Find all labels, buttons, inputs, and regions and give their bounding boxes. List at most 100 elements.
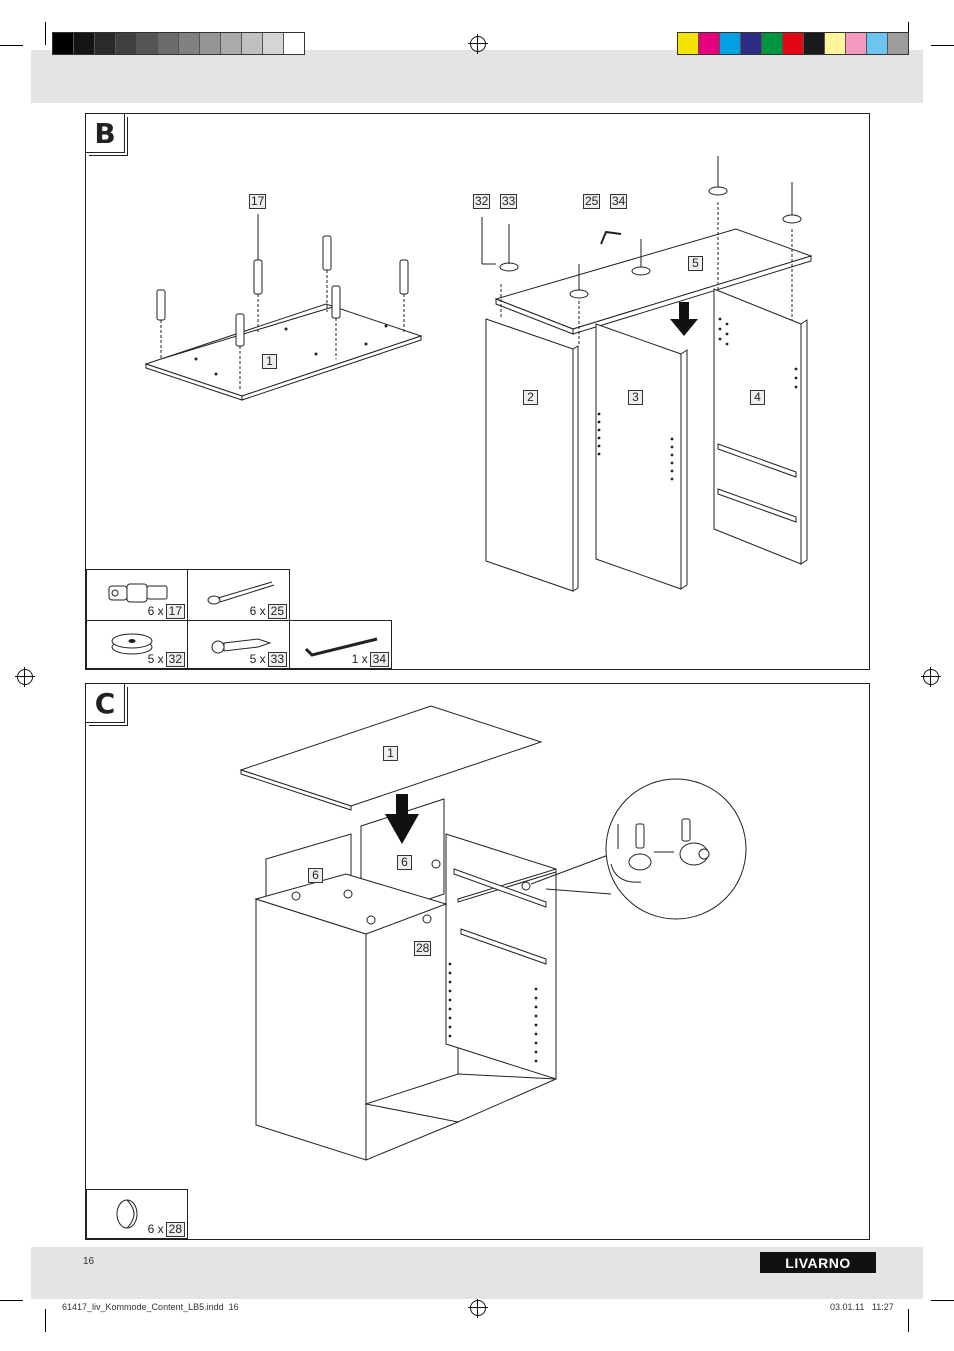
crop-mark — [931, 45, 954, 46]
step-b-panel: B — [85, 113, 870, 670]
page-number: 16 — [83, 1256, 95, 1267]
drill-hole — [597, 420, 601, 424]
grayscale-swatch — [137, 33, 158, 54]
drill-hole — [718, 337, 722, 341]
part-label: 4 — [750, 390, 765, 405]
cabinet-assembly-illustration — [86, 684, 869, 1239]
base-panel-with-bolts-illustration — [86, 114, 869, 669]
part-label: 17 — [249, 194, 267, 209]
part-label: 33 — [500, 194, 518, 209]
allen-key-icon — [302, 627, 382, 657]
drill-hole — [534, 1050, 538, 1054]
grayscale-swatch — [74, 33, 95, 54]
process-color-bar — [677, 32, 909, 55]
drill-hole — [534, 1032, 538, 1036]
part-label: 5 — [688, 256, 703, 271]
drill-hole — [794, 385, 798, 389]
drill-hole — [534, 1014, 538, 1018]
process-color-swatch — [678, 33, 699, 54]
grayscale-swatch — [179, 33, 200, 54]
process-color-swatch — [741, 33, 762, 54]
drill-hole — [534, 1023, 538, 1027]
drill-hole — [670, 469, 674, 473]
registration-mark-icon — [921, 667, 941, 687]
drill-hole — [725, 322, 729, 326]
print-date-time: 03.01.11 11:27 — [830, 1302, 894, 1312]
drill-hole — [448, 1025, 452, 1029]
crop-mark — [45, 1309, 46, 1332]
crop-mark — [45, 22, 46, 45]
foot-pad-icon — [107, 629, 167, 659]
cam-lock-icon — [113, 1194, 153, 1234]
part-label: 34 — [610, 194, 628, 209]
drill-hole — [448, 1034, 452, 1038]
process-color-swatch — [867, 33, 888, 54]
drill-hole — [718, 317, 722, 321]
grayscale-swatch — [242, 33, 263, 54]
drill-hole — [670, 453, 674, 457]
brand-name: LIVARNO — [785, 1254, 851, 1271]
grayscale-swatch — [53, 33, 74, 54]
part-label: 28 — [414, 941, 432, 956]
crop-mark — [908, 1309, 909, 1332]
grayscale-color-bar — [52, 32, 305, 55]
registration-mark-icon — [468, 34, 488, 54]
process-color-swatch — [762, 33, 783, 54]
process-color-swatch — [720, 33, 741, 54]
process-color-swatch — [888, 33, 908, 54]
part-label: 6 — [308, 868, 323, 883]
drill-hole — [448, 962, 452, 966]
drill-hole — [534, 987, 538, 991]
brand-logo: LIVARNO — [760, 1252, 876, 1273]
part-label: 6 — [397, 855, 412, 870]
drill-hole — [794, 376, 798, 380]
file-name: 61417_liv_Kommode_Content_LB5.indd 16 — [62, 1302, 239, 1312]
part-label: 32 — [473, 194, 491, 209]
drill-hole — [597, 428, 601, 432]
crop-mark — [931, 1300, 954, 1301]
drill-hole — [670, 461, 674, 465]
grayscale-swatch — [116, 33, 137, 54]
drill-hole — [597, 444, 601, 448]
process-color-swatch — [699, 33, 720, 54]
drill-hole — [448, 989, 452, 993]
drill-hole — [448, 980, 452, 984]
grayscale-swatch — [200, 33, 221, 54]
header-band — [31, 50, 923, 103]
drill-hole — [670, 445, 674, 449]
grayscale-swatch — [158, 33, 179, 54]
part-label: 25 — [583, 194, 601, 209]
drill-hole — [725, 342, 729, 346]
drill-hole — [597, 452, 601, 456]
registration-mark-icon — [468, 1298, 488, 1318]
part-label: 1 — [262, 354, 277, 369]
drill-hole — [718, 327, 722, 331]
grayscale-swatch — [95, 33, 116, 54]
grayscale-swatch — [221, 33, 242, 54]
long-screw-icon — [204, 576, 284, 606]
part-label: 3 — [628, 390, 643, 405]
grayscale-swatch — [284, 33, 304, 54]
process-color-swatch — [804, 33, 825, 54]
part-label: 2 — [523, 390, 538, 405]
drill-hole — [534, 1059, 538, 1063]
crop-mark — [0, 1300, 23, 1301]
part-label: 1 — [383, 746, 398, 761]
step-c-panel: C — [85, 683, 870, 1240]
drill-hole — [794, 367, 798, 371]
crop-mark — [0, 45, 23, 46]
drill-hole — [725, 332, 729, 336]
drill-hole — [670, 437, 674, 441]
cam-bolt-icon — [103, 576, 183, 606]
